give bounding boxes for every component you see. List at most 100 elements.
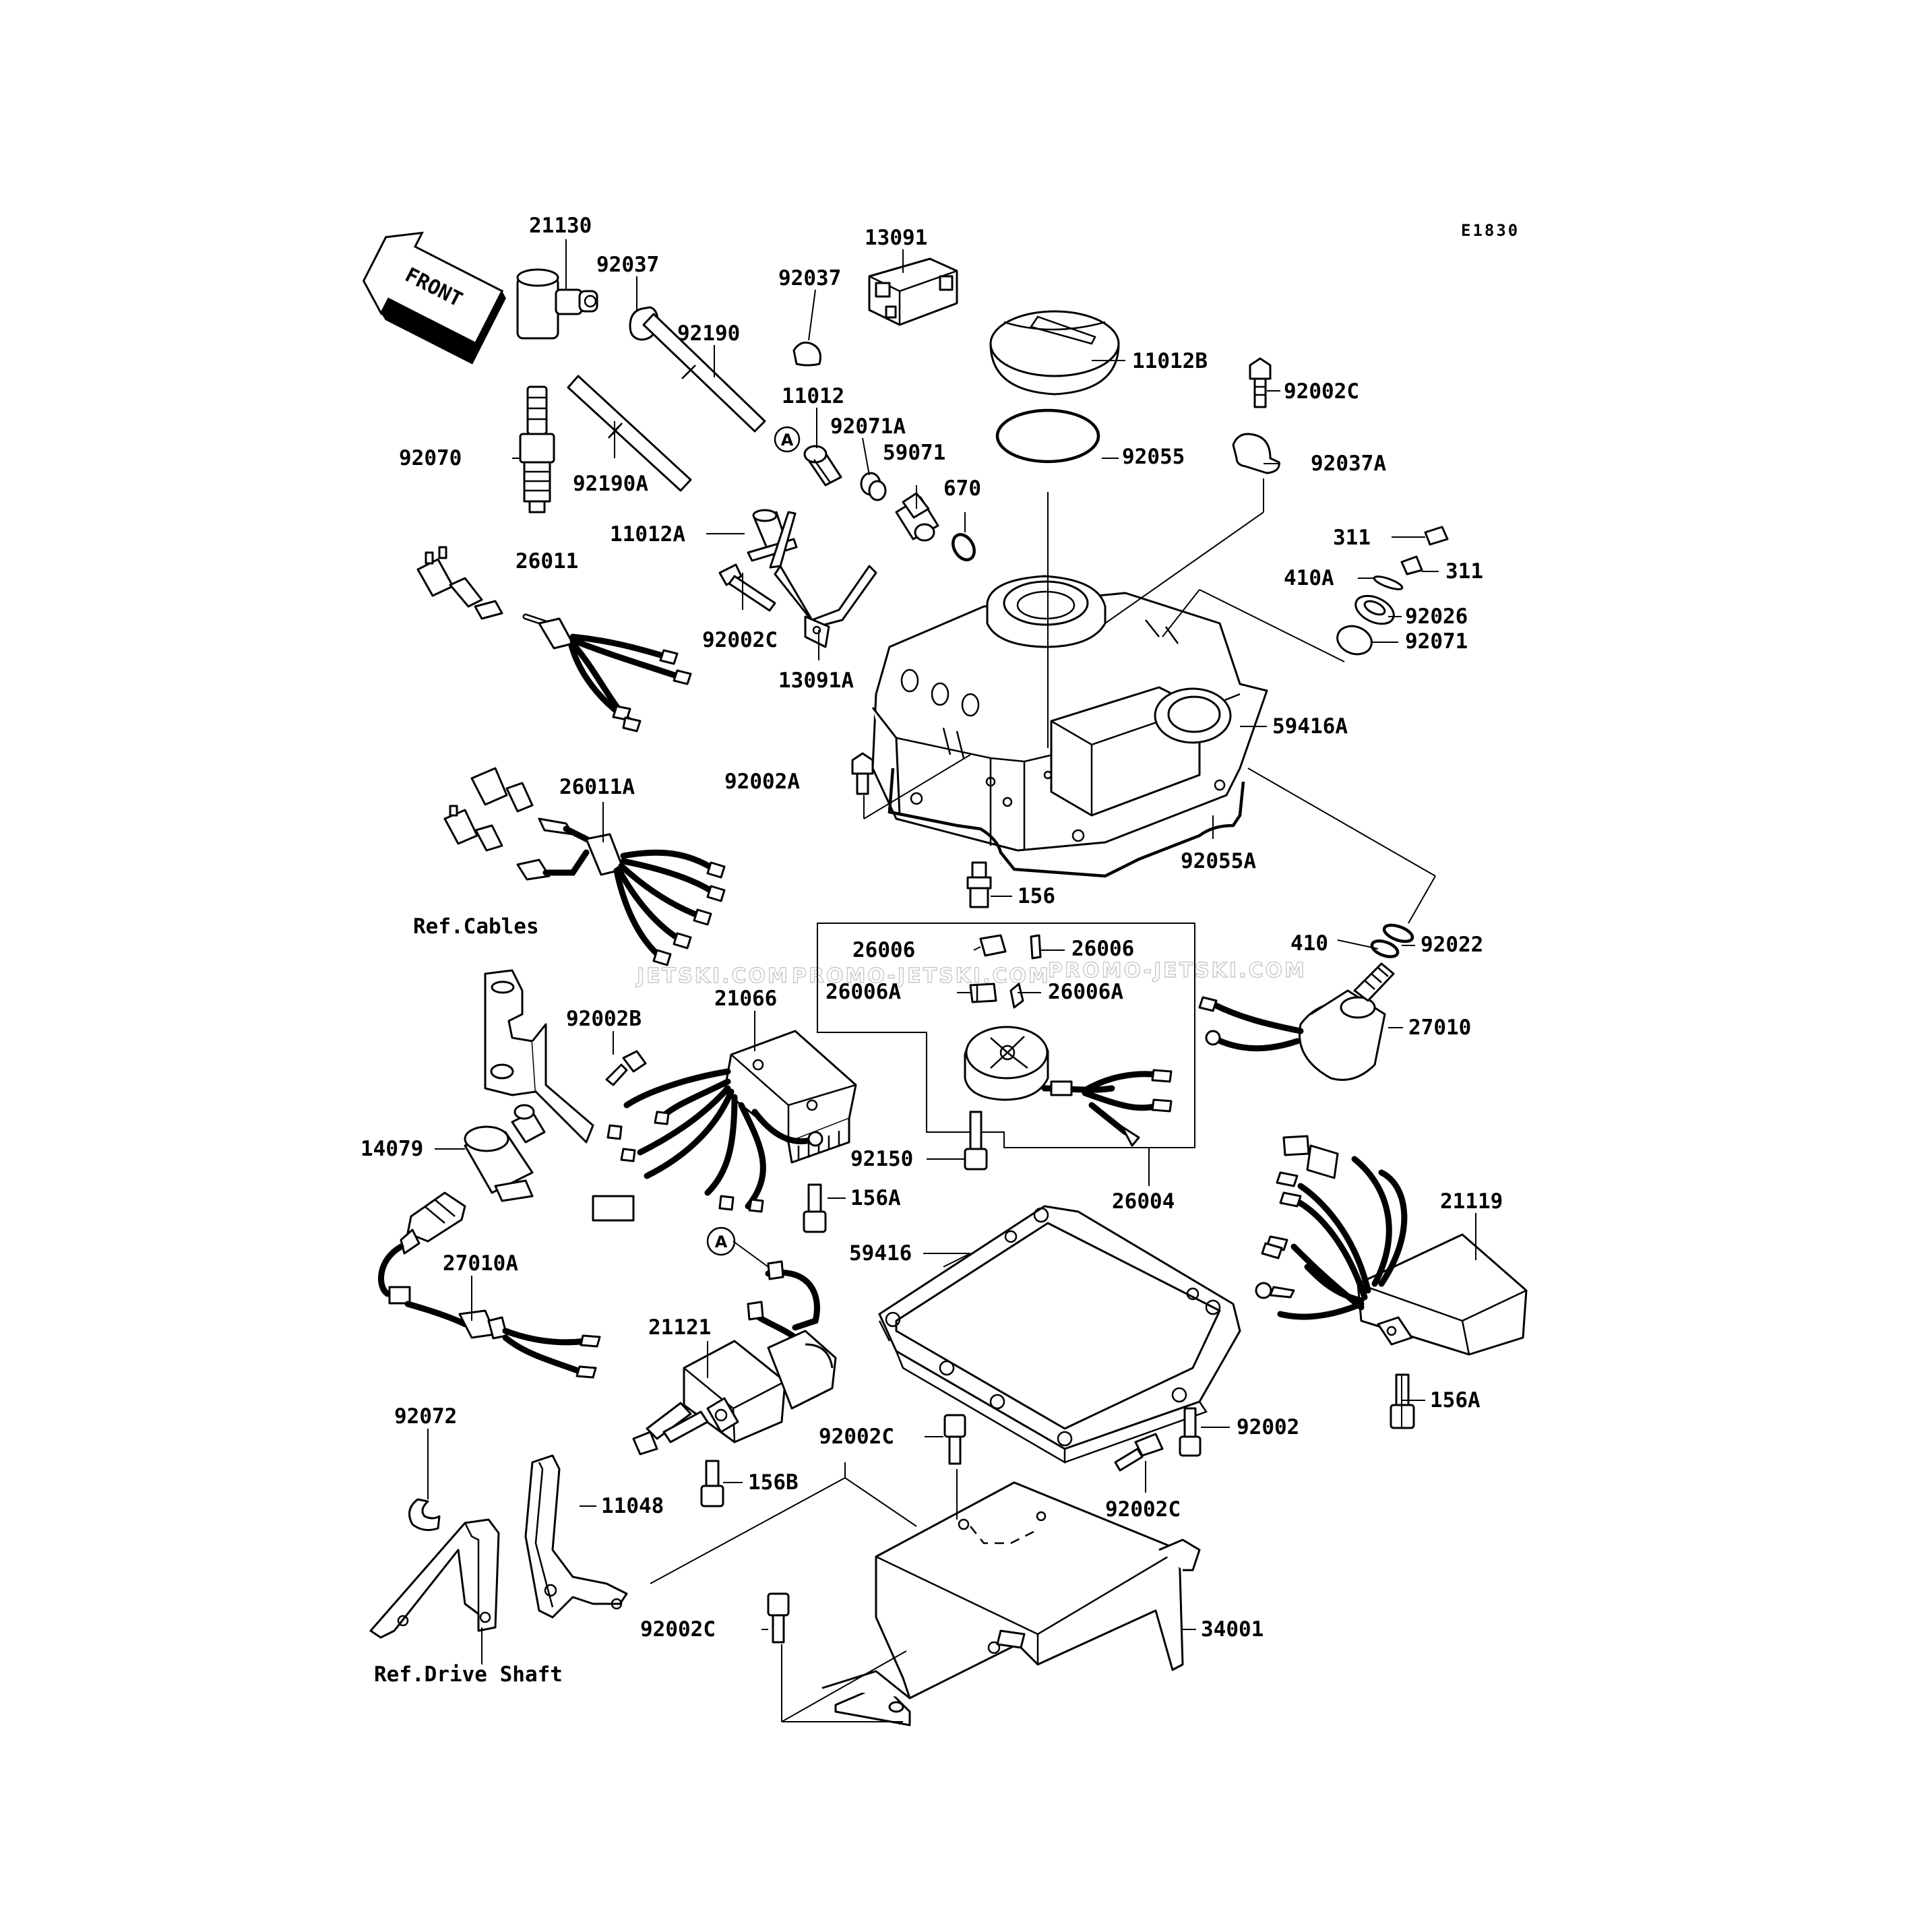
circle-marker-a: A (706, 1226, 736, 1256)
callout-92071: 92071 (1405, 629, 1468, 654)
callout-13091: 13091 (865, 226, 927, 250)
cap-92071 (1336, 625, 1373, 656)
callout-410A: 410A (1284, 566, 1334, 590)
callout-92022: 92022 (1421, 933, 1483, 957)
callout-92055: 92055 (1122, 445, 1185, 469)
bolt-156A-mid (803, 1183, 827, 1233)
harness-26011A (443, 767, 726, 966)
callout-92002B: 92002B (566, 1007, 642, 1031)
bolt-92002 (1179, 1407, 1202, 1457)
callout-92002C: 92002C (702, 628, 778, 652)
callout-21066: 21066 (714, 987, 777, 1011)
watermark: JETSKI.COM PROMO-JETSKI.COM PROMO-JETSKI… (635, 958, 1307, 988)
part-14079 (464, 1104, 546, 1202)
diagram-code: E1830 (1461, 221, 1520, 240)
bolt-92002C-br (1114, 1433, 1164, 1472)
callout-156B: 156B (748, 1470, 799, 1495)
callout-21121: 21121 (648, 1315, 711, 1340)
callout-92002: 92002 (1237, 1415, 1299, 1439)
bracket-13091A (769, 511, 877, 648)
callout-34001: 34001 (1201, 1617, 1264, 1642)
callout-26011: 26011 (516, 549, 578, 573)
callout-92002C: 92002C (1105, 1497, 1181, 1522)
harness-26011 (416, 546, 692, 733)
callout-92037: 92037 (778, 266, 841, 290)
callout-92002A: 92002A (724, 770, 800, 794)
bolt-92150 (964, 1111, 988, 1171)
washer-410 (1370, 939, 1400, 958)
o-ring-92055 (995, 408, 1100, 464)
callout-59071: 59071 (883, 441, 945, 465)
callout-26006: 26006 (1071, 937, 1134, 961)
leader-lines (427, 239, 1476, 1722)
callout-59416: 59416 (849, 1241, 912, 1266)
bolt-92002B (605, 1050, 647, 1086)
hose-cap-11012 (803, 445, 842, 487)
cap-92071A (860, 472, 887, 501)
bolt-92002A (851, 752, 874, 795)
bolt-156 (966, 861, 992, 908)
callout-ref-drive-shaft: Ref.Drive Shaft (374, 1662, 563, 1687)
callout-670: 670 (943, 476, 981, 501)
callout-156A: 156A (1430, 1388, 1481, 1412)
cdi-box-21119 (1255, 1135, 1528, 1356)
fuse-26006A-b (1009, 983, 1024, 1009)
circle-marker-a-label: A (781, 431, 794, 449)
callout-59416A: 59416A (1272, 714, 1348, 739)
callout-ref-cables: Ref.Cables (413, 914, 539, 939)
callout-92002C: 92002C (640, 1617, 716, 1642)
fuse-holder (964, 1026, 1173, 1147)
callout-26011A: 26011A (559, 775, 635, 799)
holder-13091 (868, 257, 958, 326)
clamp-92072 (408, 1498, 441, 1531)
callout-410: 410 (1290, 931, 1328, 956)
switch-27010 (1198, 962, 1395, 1081)
callout-92037A: 92037A (1311, 451, 1386, 476)
bolt-92002C-bot (943, 1414, 966, 1465)
callout-92072: 92072 (394, 1404, 457, 1429)
callout-92055A: 92055A (1181, 849, 1256, 873)
fuse-26006-b (1030, 934, 1042, 960)
bracket-11048 (524, 1454, 628, 1619)
drive-shaft-bracket (369, 1518, 500, 1639)
clamp-92037A (1232, 433, 1280, 474)
fuse-26006A-a (969, 983, 997, 1003)
callout-311: 311 (1445, 559, 1483, 584)
callout-11012A: 11012A (610, 522, 685, 547)
callout-26006A: 26006A (825, 980, 901, 1004)
spark-plug-cap (516, 268, 598, 340)
callout-92190: 92190 (677, 321, 740, 346)
watermark-text: PROMO-JETSKI.COM (792, 964, 1051, 988)
callout-11048: 11048 (601, 1494, 664, 1518)
gasket-92055A (887, 768, 1245, 878)
circle-marker-a-label: A (715, 1233, 728, 1251)
grommet-92026 (1354, 594, 1395, 625)
callout-92002C: 92002C (819, 1425, 894, 1449)
callout-92037: 92037 (596, 253, 659, 277)
o-ring-670 (952, 533, 976, 561)
callout-92190A: 92190A (573, 472, 648, 496)
sensor-27010A (377, 1191, 601, 1379)
callout-92002C: 92002C (1284, 379, 1359, 404)
callout-26004: 26004 (1112, 1189, 1175, 1214)
base-plate-59416 (878, 1205, 1241, 1464)
callout-156: 156 (1018, 884, 1055, 908)
callout-311: 311 (1333, 526, 1371, 550)
tube-92190 (642, 313, 766, 433)
bracket-34001 (821, 1481, 1201, 1726)
callout-labels: 21130 92037 92190 92037 13091 11012B 920… (361, 214, 1503, 1687)
cable-bracket (484, 969, 594, 1144)
callout-21119: 21119 (1440, 1189, 1503, 1214)
watermark-text: JETSKI.COM (635, 964, 790, 988)
fuse-26006-a (979, 934, 1007, 957)
callout-156A: 156A (850, 1186, 901, 1210)
callout-92026: 92026 (1405, 604, 1468, 629)
washer-92022 (1382, 923, 1414, 943)
electrical-case-59416A (871, 575, 1268, 852)
watermark-text: PROMO-JETSKI.COM (1048, 959, 1307, 983)
callout-92070: 92070 (399, 446, 462, 470)
callout-13091A: 13091A (778, 668, 854, 693)
spark-plug (519, 385, 555, 513)
callout-11012B: 11012B (1132, 349, 1208, 373)
